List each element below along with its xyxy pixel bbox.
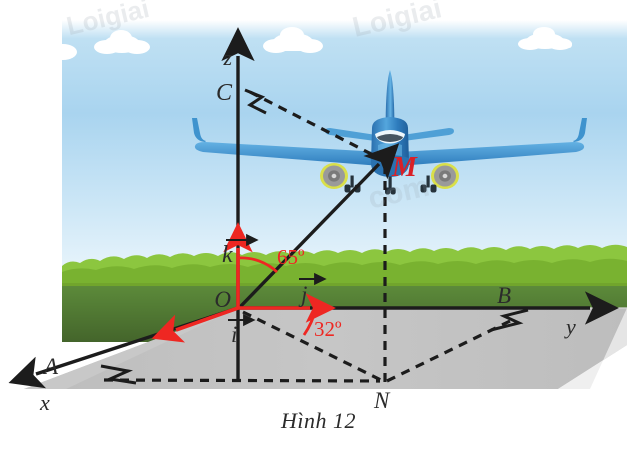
vector-i-arrow	[151, 306, 239, 343]
segment-N-B	[386, 319, 511, 383]
arc-65	[237, 256, 278, 274]
label-M: M	[391, 152, 418, 183]
label-y: y	[564, 314, 576, 339]
label-k: k	[222, 242, 233, 268]
label-x: x	[39, 390, 50, 415]
vector-hats	[226, 233, 327, 327]
airplane-graphic	[192, 70, 587, 195]
angle-arcs	[237, 256, 318, 336]
arc-32	[302, 307, 318, 336]
angle-label-32: 32º	[314, 317, 342, 341]
label-j: j	[298, 282, 307, 307]
angle-label-65: 65º	[277, 245, 305, 269]
label-A: A	[42, 354, 59, 379]
engine-left	[320, 163, 348, 189]
cloud-icon	[94, 30, 150, 54]
right-angle-at-B	[490, 308, 529, 332]
cloud-icon	[518, 27, 572, 50]
label-z: z	[222, 45, 232, 70]
cloud-icon	[62, 44, 77, 60]
right-angle-marks	[100, 88, 529, 385]
right-angle-at-C	[244, 88, 267, 115]
cloud-icon	[263, 27, 323, 53]
segment-O-N	[242, 310, 384, 383]
label-C: C	[216, 80, 233, 106]
figure-caption: Hình 12	[281, 408, 356, 433]
segment-C-M	[249, 90, 384, 162]
right-angle-at-A	[100, 364, 137, 385]
segment-O-M	[237, 143, 400, 310]
clouds-group	[62, 27, 572, 60]
segment-A-N	[103, 378, 381, 383]
dashed-construction-lines	[103, 90, 511, 383]
engine-right	[431, 163, 459, 189]
label-B: B	[497, 283, 511, 308]
label-i: i	[231, 322, 237, 347]
treeline-group	[62, 244, 627, 287]
label-O: O	[214, 287, 231, 312]
label-N: N	[373, 388, 391, 413]
